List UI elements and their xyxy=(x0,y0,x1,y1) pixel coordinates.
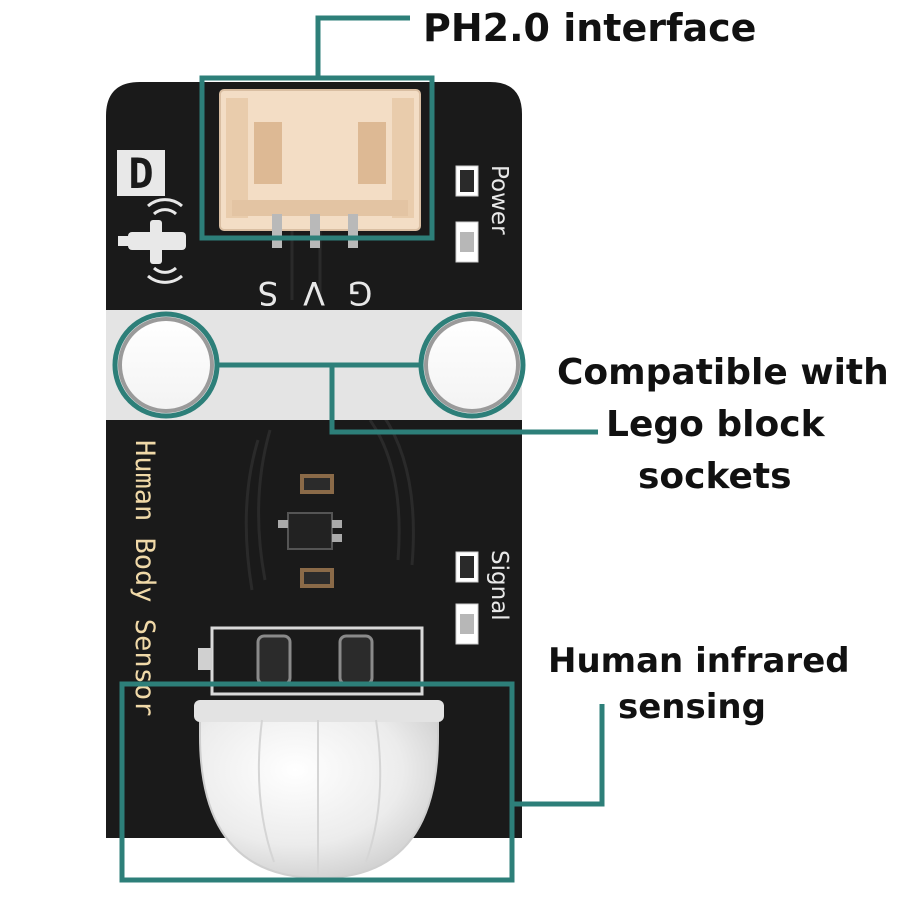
pir-highlight-box xyxy=(119,681,515,883)
pin-label-v: V xyxy=(303,274,325,312)
smd-components xyxy=(278,474,342,588)
callout-lego-line-2: Lego block xyxy=(606,404,825,445)
ph20-connector xyxy=(219,89,421,231)
lego-socket-right xyxy=(424,317,520,413)
callout-lego-line-1: Compatible with xyxy=(557,352,889,393)
pin-label-s: S xyxy=(258,274,278,312)
callout-ph20-interface: PH2.0 interface xyxy=(423,6,757,50)
callout-annotations xyxy=(112,15,605,883)
lego-leader-line xyxy=(329,365,598,435)
ph20-leader-line xyxy=(315,15,410,78)
signal-led xyxy=(455,551,479,645)
callout-lego-line-3: sockets xyxy=(638,456,792,497)
connector-pins xyxy=(272,214,358,248)
pir-leader-line xyxy=(512,704,605,807)
callout-pir-line-2: sensing xyxy=(618,687,766,727)
pin-label-g: G xyxy=(348,274,373,312)
power-led xyxy=(455,165,479,263)
board-name-label: Human Body Sensor xyxy=(129,440,160,716)
d-badge-box xyxy=(117,150,165,196)
d-badge: D xyxy=(128,149,153,198)
signal-label: Signal xyxy=(486,550,512,621)
lego-socket-left xyxy=(118,317,214,413)
pir-lens xyxy=(194,700,444,880)
callout-pir-line-1: Human infrared xyxy=(548,641,850,681)
person-motion-icon xyxy=(118,198,186,284)
power-label: Power xyxy=(486,165,512,235)
